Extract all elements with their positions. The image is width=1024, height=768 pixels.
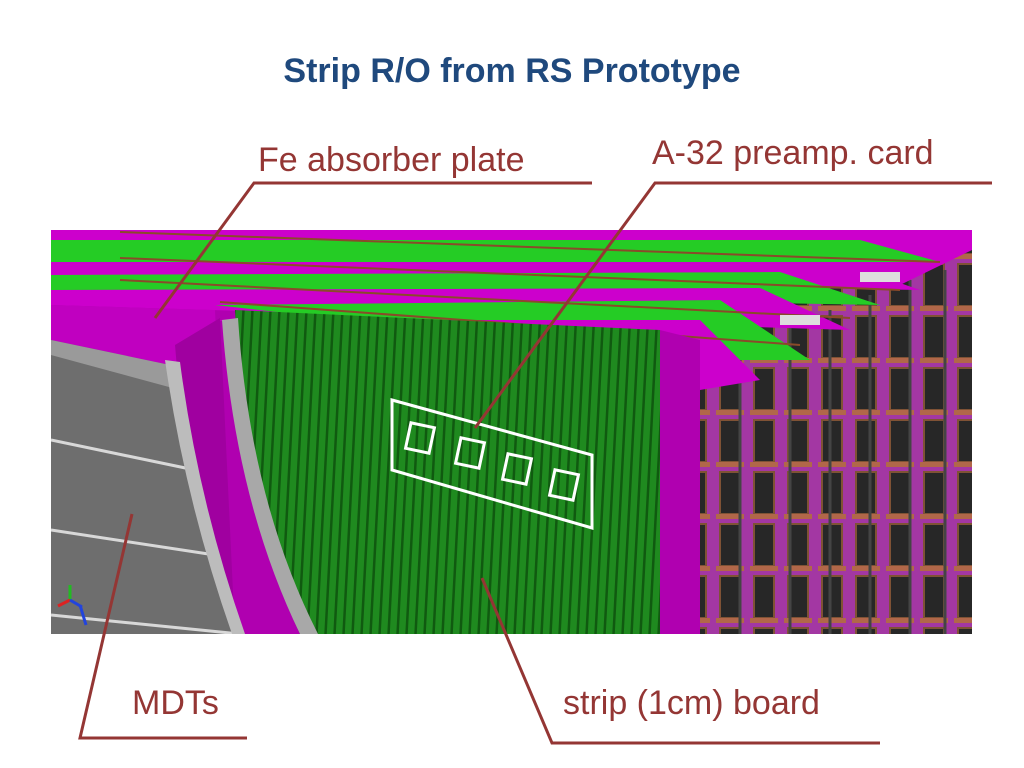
label-strip-board: strip (1cm) board: [563, 684, 820, 722]
leader-lines: [78, 181, 992, 745]
leader-a32-card: [473, 181, 992, 429]
slide-title: Strip R/O from RS Prototype: [283, 52, 741, 90]
label-fe-absorber: Fe absorber plate: [258, 141, 525, 179]
label-mdts: MDTs: [132, 684, 219, 722]
a32-card-outline: [390, 398, 594, 530]
detector-render: [51, 230, 972, 634]
leader-fe-absorber: [153, 181, 592, 319]
leader-strip-board: [480, 577, 880, 745]
label-a32-card: A-32 preamp. card: [652, 134, 934, 172]
mdt-chambers: [51, 340, 245, 634]
strip-board: [235, 310, 660, 634]
leader-mdts: [78, 513, 247, 740]
xyz-axes-icon: [57, 585, 88, 626]
